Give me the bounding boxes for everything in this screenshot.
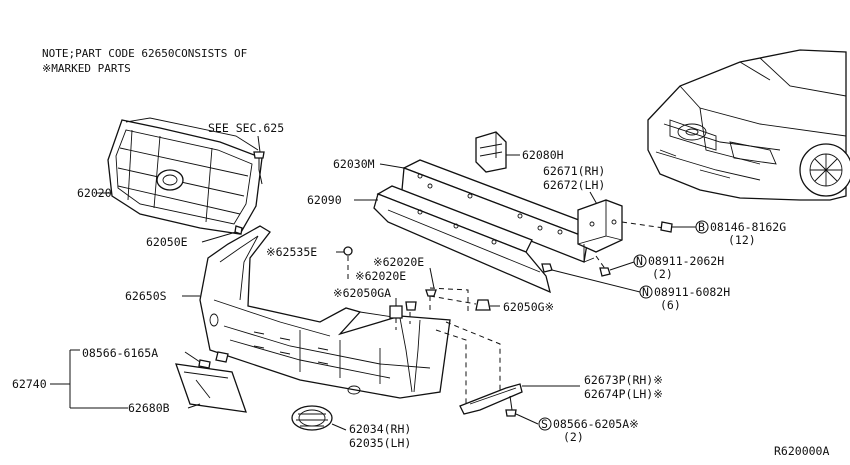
energy-absorber-62090: [373, 185, 551, 294]
fog-lamp-cover-62034: [291, 405, 333, 431]
badge-n-2: N: [642, 285, 649, 299]
badge-n-1: N: [636, 254, 643, 268]
side-bracket-62673P: [459, 383, 523, 415]
label-62672: 62672(LH): [543, 178, 605, 192]
badge-b: B: [698, 220, 705, 234]
label-62671: 62671(RH): [543, 164, 605, 178]
label-62034: 62034(RH): [349, 422, 411, 436]
label-08911-2062H-qty: (2): [652, 267, 673, 281]
label-62035: 62035(LH): [349, 436, 411, 450]
label-08566-6205A-qty: (2): [563, 430, 584, 444]
label-62020: 62020: [77, 186, 112, 200]
label-62680B: 62680B: [128, 401, 170, 415]
label-08911-6082H-qty: (6): [660, 298, 681, 312]
label-62020E-a: ※62020E: [373, 255, 424, 269]
label-62050G: 62050G※: [503, 300, 554, 314]
label-08146-qty: (12): [728, 233, 756, 247]
label-62650S: 62650S: [125, 289, 167, 303]
label-08911-6082H: 08911-6082H: [654, 285, 730, 299]
reinforcement-62030M: [401, 159, 602, 263]
vehicle-front-view: [647, 49, 850, 201]
reference-code: R620000A: [774, 444, 829, 458]
badge-s: S: [541, 417, 548, 431]
bracket-62671: [577, 199, 623, 263]
label-62090: 62090: [307, 193, 342, 207]
clip-62080H: [475, 131, 507, 173]
label-62535E: ※62535E: [266, 245, 317, 259]
label-62673P: 62673P(RH)※: [584, 373, 663, 387]
bumper-fascia-62650S: [199, 225, 451, 399]
label-62030M: 62030M: [333, 157, 375, 171]
label-62050E: 62050E: [146, 235, 188, 249]
label-62080H: 62080H: [522, 148, 564, 162]
note-line-1: NOTE;PART CODE 62650CONSISTS OF: [42, 47, 247, 60]
label-62740: 62740: [12, 377, 47, 391]
label-08146-8162G: 08146-8162G: [710, 220, 786, 234]
label-62050GA: ※62050GA: [333, 286, 391, 300]
label-see-sec-625: SEE SEC.625: [208, 121, 284, 135]
label-62674P: 62674P(LH)※: [584, 387, 663, 401]
note-line-2: ※MARKED PARTS: [42, 62, 131, 75]
label-08566-6165A: 08566-6165A: [82, 346, 158, 360]
label-08911-2062H: 08911-2062H: [648, 254, 724, 268]
license-plate-bracket-62680B: [175, 363, 247, 413]
label-62020E-b: ※62020E: [355, 269, 406, 283]
grille-62020: [107, 117, 263, 235]
label-08566-6205A: 08566-6205A※: [553, 417, 639, 431]
